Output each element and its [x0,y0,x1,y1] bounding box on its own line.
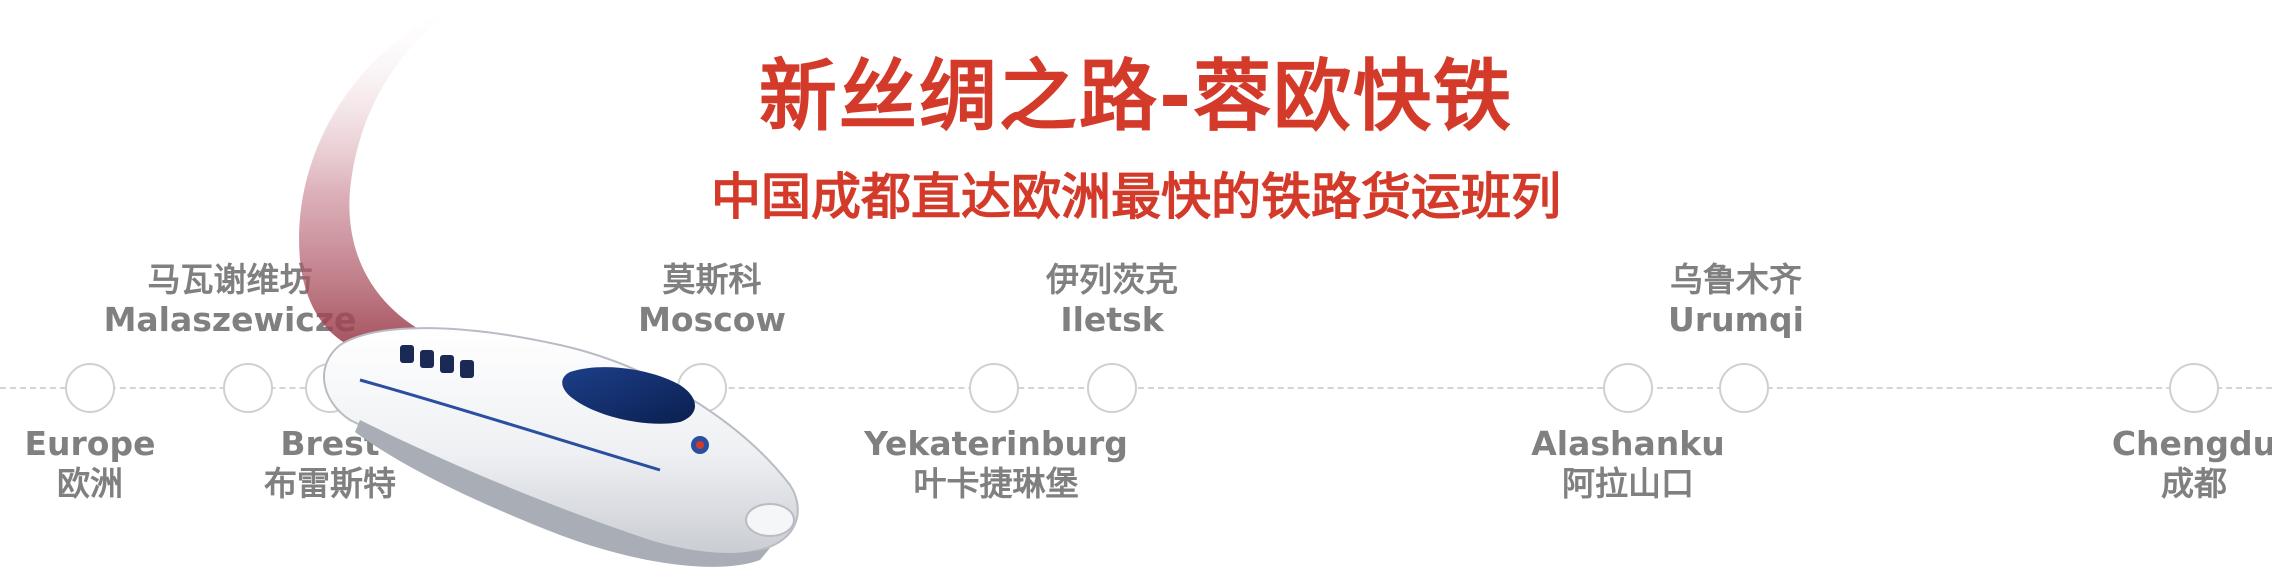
station-node-alashanku [1603,363,1653,413]
station-zh: 马瓦谢维坊 [147,260,313,299]
station-label-yekaterinburg: Yekaterinburg 叶卡捷琳堡 [846,424,1146,504]
station-zh: 伊列茨克 [1046,260,1178,299]
high-speed-train-image [299,0,799,567]
station-zh: 阿拉山口 [1562,464,1694,503]
station-en: Yekaterinburg [864,424,1128,463]
station-en: Chengdu [2111,424,2272,463]
train-windows [400,345,474,378]
station-zh: 乌鲁木齐 [1670,260,1802,299]
page-subtitle: 中国成都直达欧洲最快的铁路货运班列 [711,168,1561,226]
station-node-malaszewicze [223,363,273,413]
station-zh: 叶卡捷琳堡 [913,464,1079,503]
station-zh: 成都 [2161,464,2227,503]
station-zh: 莫斯科 [662,260,762,299]
station-en: Europe [24,424,156,463]
station-zh: 布雷斯特 [264,464,396,503]
station-node-iletsk [1087,363,1137,413]
station-label-urumqi: 乌鲁木齐 Urumqi [1586,260,1886,340]
station-zh: 欧洲 [57,464,123,503]
train-stripe [359,378,661,472]
station-label-brest: Brest 布雷斯特 [180,424,480,504]
train-windshield [562,367,695,424]
station-label-alashanku: Alashanku 阿拉山口 [1478,424,1778,504]
station-node-urumqi [1719,363,1769,413]
station-label-iletsk: 伊列茨克 Iletsk [962,260,1262,340]
station-label-europe: Europe 欧洲 [0,424,240,504]
motion-trail [299,0,470,350]
station-en: Urumqi [1668,300,1804,339]
station-label-moscow: 莫斯科 Moscow [562,260,862,340]
station-en: Moscow [638,300,786,339]
station-en: Iletsk [1060,300,1164,339]
station-node-chengdu [2169,363,2219,413]
station-en: Alashanku [1531,424,1725,463]
station-label-chengdu: Chengdu 成都 [2044,424,2272,504]
train-nose [745,503,795,537]
station-node-europe [65,363,115,413]
page-title: 新丝绸之路-蓉欧快铁 [758,52,1514,142]
station-node-yekaterinburg [969,363,1019,413]
